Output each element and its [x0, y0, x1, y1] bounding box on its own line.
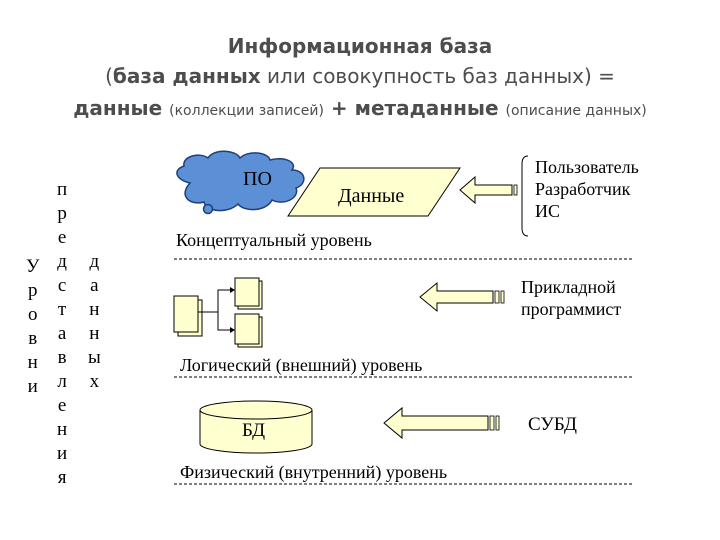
- vertical-letter: р: [57, 203, 67, 224]
- vertical-letter: т: [57, 299, 67, 320]
- data-parallelogram: [287, 167, 461, 217]
- user-label: программист: [521, 299, 622, 319]
- level-label-conceptual: Концептуальный уровень: [176, 230, 372, 250]
- users-logical: Прикладной программист: [521, 276, 621, 320]
- vertical-letter: л: [57, 371, 67, 392]
- title-plus: +: [323, 96, 355, 120]
- level-label-logical: Логический (внешний) уровень: [180, 355, 423, 375]
- title-line-2: (база данных или совокупность баз данных…: [0, 64, 720, 88]
- title-metadata-term: метаданные: [354, 96, 506, 120]
- vertical-letter: н: [57, 419, 68, 440]
- user-label: Пользователь: [535, 157, 639, 177]
- bracket-icon: [521, 155, 529, 237]
- database-cylinder-icon: [199, 400, 313, 454]
- vertical-letter: в: [28, 328, 38, 349]
- level-label-physical: Физический (внутренний) уровень: [180, 462, 448, 482]
- vertical-letter: е: [57, 227, 67, 248]
- vertical-letter: н: [27, 352, 38, 373]
- software-cloud-icon: [176, 150, 305, 215]
- users-conceptual: Пользователь Разработчик ИС: [535, 156, 639, 222]
- vertical-letter: а: [57, 323, 67, 344]
- vertical-letter: а: [90, 275, 99, 296]
- vertical-letter: и: [57, 443, 68, 464]
- user-label: Прикладной: [521, 277, 616, 297]
- vertical-letter: н: [89, 323, 100, 344]
- arrow-icon: [459, 175, 518, 205]
- db-label: БД: [242, 420, 266, 441]
- cloud-label: ПО: [243, 168, 272, 190]
- vertical-letter: о: [27, 304, 38, 325]
- user-label: Разработчик: [535, 179, 631, 199]
- vertical-letter: с: [57, 275, 67, 296]
- arrow-icon: [419, 281, 505, 313]
- vertical-letter: ы: [88, 347, 101, 368]
- logical-schema-icon: [173, 277, 263, 348]
- vertical-letter: в: [57, 347, 67, 368]
- title-database-term: база данных: [112, 64, 261, 88]
- title-data-note: (коллекции записей): [169, 103, 324, 119]
- vertical-letter: н: [89, 299, 100, 320]
- vertical-letter: я: [57, 467, 67, 488]
- users-physical: СУБД: [528, 414, 578, 435]
- title-metadata-note: (описание данных): [505, 103, 647, 119]
- vertical-letter: и: [27, 376, 38, 397]
- title-line-1: Информационная база: [227, 34, 493, 58]
- vertical-letter: д: [89, 251, 100, 272]
- title-line-3: данные (коллекции записей) + метаданные …: [0, 96, 720, 120]
- vertical-letter: д: [57, 251, 67, 272]
- data-label: Данные: [338, 185, 405, 207]
- vertical-letter: х: [89, 371, 100, 392]
- vertical-letter: У: [26, 256, 40, 277]
- vertical-letter: п: [57, 179, 68, 200]
- vertical-letter: р: [27, 280, 38, 301]
- title-paren: (: [105, 64, 113, 88]
- title-line-2-rest: или совокупность баз данных) =: [260, 64, 615, 88]
- user-label: ИС: [535, 201, 561, 221]
- vertical-letter: е: [57, 395, 67, 416]
- arrow-icon: [383, 406, 500, 440]
- title-data-term: данные: [73, 96, 170, 120]
